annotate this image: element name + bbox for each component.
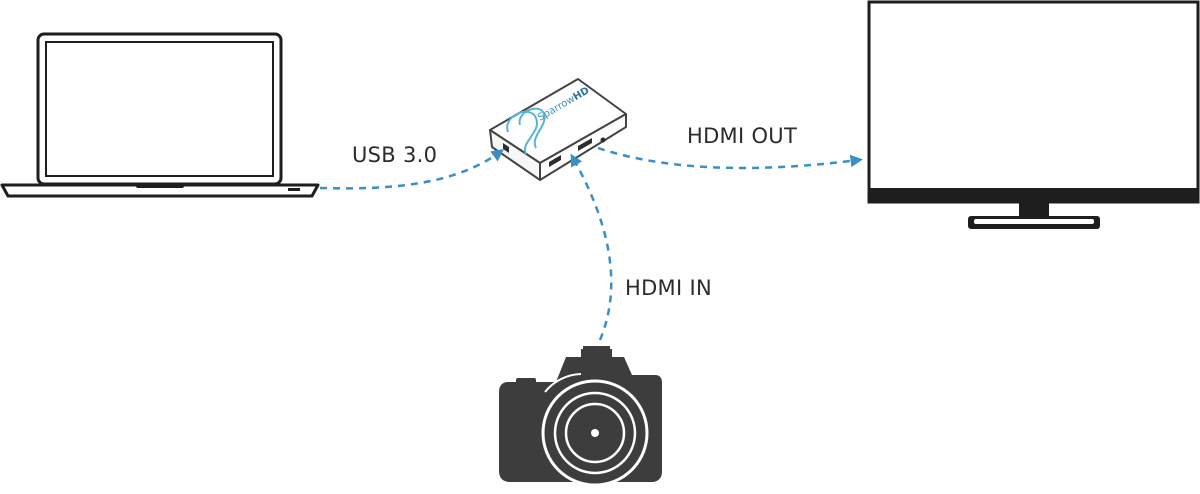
- hdmi-out-connection-line: [597, 146, 863, 170]
- laptop-icon: [0, 32, 320, 198]
- capture-device-icon: SparrowHD: [489, 78, 627, 181]
- usb-label: USB 3.0: [352, 143, 438, 167]
- hdmi-out-label: HDMI OUT: [687, 124, 798, 148]
- monitor-icon: [867, 0, 1200, 229]
- hdmi-in-label: HDMI IN: [625, 276, 712, 300]
- hdmi-in-connection-line: [570, 153, 613, 341]
- camera-icon: [499, 346, 662, 487]
